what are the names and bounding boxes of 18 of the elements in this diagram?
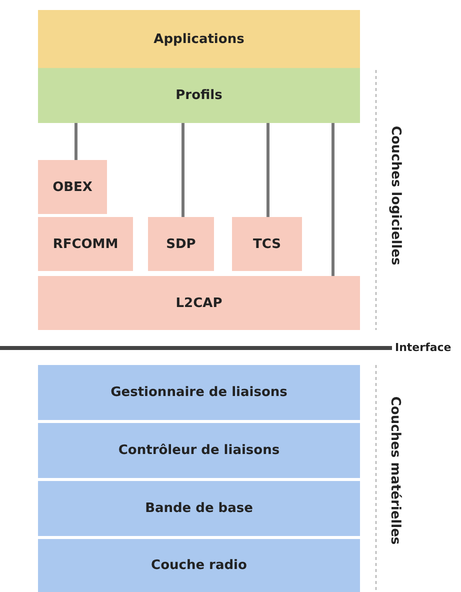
connector-line: [182, 123, 184, 217]
layer-box: Bande de base: [38, 481, 360, 536]
connector-line: [266, 123, 270, 217]
connector-line: [74, 123, 78, 160]
layer-box: Gestionnaire de liaisons: [38, 365, 360, 420]
layer-box: Profils: [38, 68, 360, 123]
protocol-box: SDP: [148, 217, 214, 271]
interface-label: Interface: [395, 341, 452, 354]
layer-group-label: Couches logicielles: [388, 125, 403, 265]
protocol-box: RFCOMM: [38, 217, 133, 271]
protocol-box: TCS: [232, 217, 302, 271]
layer-box: L2CAP: [38, 276, 360, 330]
layer-group-label: Couches matérielles: [388, 396, 403, 544]
layer-box: Contrôleur de liaisons: [38, 423, 360, 478]
protocol-box: OBEX: [38, 160, 107, 214]
layer-box: Couche radio: [38, 539, 360, 592]
connector-line: [332, 123, 334, 276]
layer-box: Applications: [38, 10, 360, 68]
